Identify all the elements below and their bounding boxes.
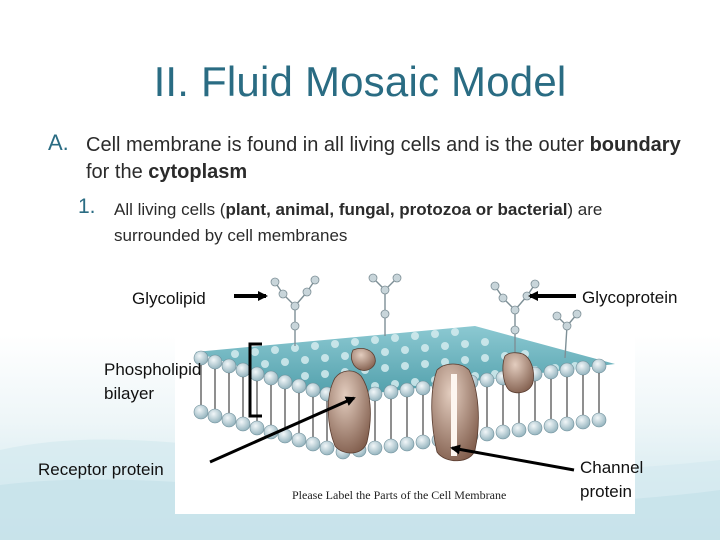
label-channel-line1: Channel	[580, 458, 644, 477]
bullet-a-bold-cytoplasm: cytoplasm	[148, 161, 248, 183]
label-glycolipid: Glycolipid	[132, 289, 206, 308]
bullet-a-marker: A.	[48, 130, 69, 155]
cell-membrane-figure: Please Label the Parts of the Cell Membr…	[175, 266, 635, 514]
bullet-1-marker: 1.	[78, 195, 96, 218]
bullet-a-text: Cell membrane is found in all living cel…	[86, 132, 688, 186]
bullet-1-text-part: ) are surrounded by cell membranes	[114, 200, 603, 245]
bullet-a-text-part: for the	[86, 161, 149, 183]
label-phospholipid-line2: bilayer	[104, 384, 155, 403]
membrane-illustration	[193, 273, 615, 462]
label-phospholipid-bilayer: Phospholipid bilayer	[104, 358, 201, 406]
bullet-1-text-part: All living cells (	[114, 200, 226, 219]
bullet-1-text: All living cells (plant, animal, fungal,…	[114, 197, 678, 249]
figure-caption: Please Label the Parts of the Cell Membr…	[292, 488, 507, 502]
label-phospholipid-line1: Phospholipid	[104, 360, 202, 379]
bullet-a-text-part: Cell membrane is found in all living cel…	[86, 134, 590, 156]
label-channel-protein: Channel protein	[580, 456, 643, 504]
bullet-a-bold-boundary: boundary	[589, 134, 681, 156]
bullet-a: A. Cell membrane is found in all living …	[48, 130, 688, 186]
bullet-1-bold-organisms: plant, animal, fungal, protozoa or bacte…	[225, 200, 568, 219]
label-receptor-protein: Receptor protein	[38, 460, 164, 479]
channel-arrow	[450, 444, 575, 472]
slide-title: II. Fluid Mosaic Model	[153, 58, 567, 105]
label-glycoprotein: Glycoprotein	[582, 288, 678, 307]
receptor-arrow	[209, 396, 356, 464]
bilayer-bracket	[248, 342, 262, 418]
bullet-1: 1. All living cells (plant, animal, fung…	[78, 195, 678, 249]
label-channel-line2: protein	[580, 482, 632, 501]
